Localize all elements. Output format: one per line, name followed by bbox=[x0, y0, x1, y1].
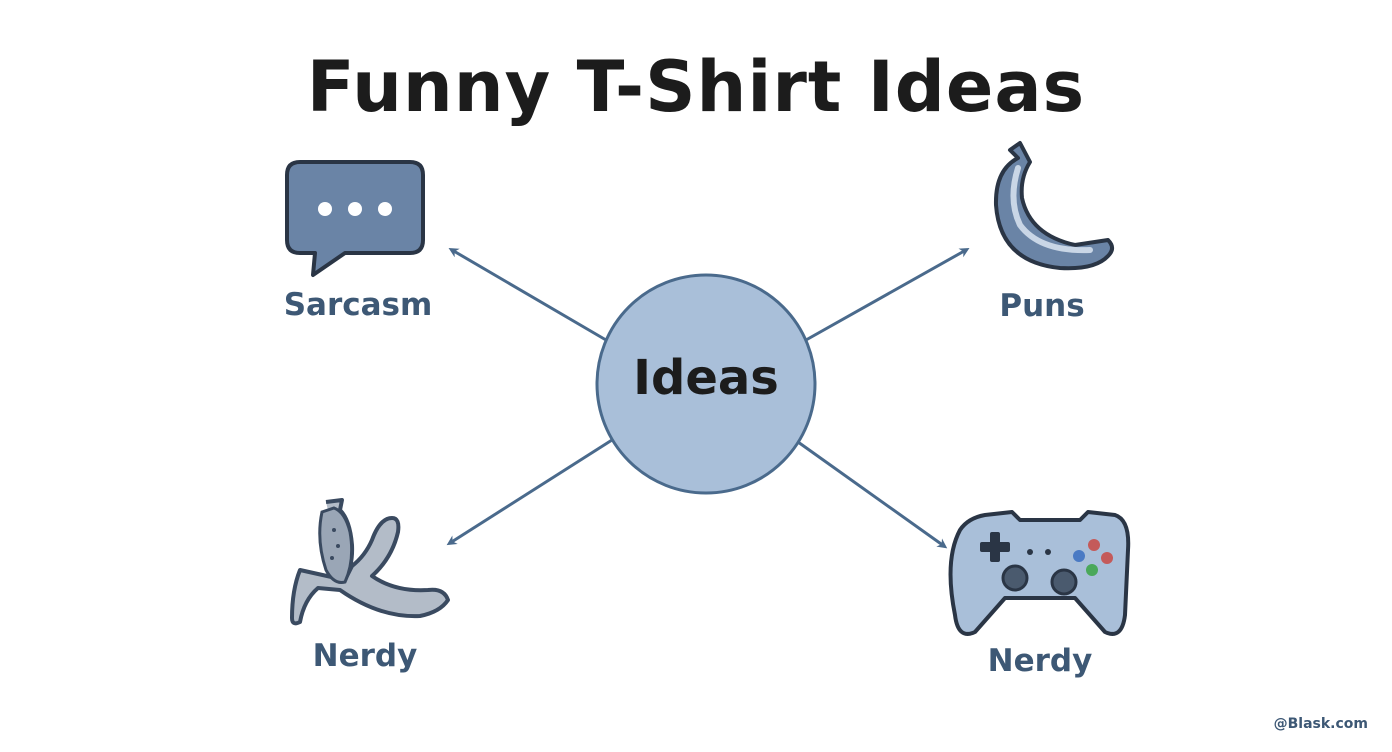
diagram-title: Funny T-Shirt Ideas bbox=[306, 46, 1086, 128]
branch-label-puns: Puns bbox=[999, 288, 1085, 324]
banana-icon bbox=[993, 141, 1114, 271]
connector-sarcasm bbox=[448, 247, 607, 342]
connector-puns bbox=[805, 248, 970, 342]
watermark: @Blask.com bbox=[1273, 716, 1368, 732]
connector-nerdy-left bbox=[446, 438, 613, 546]
center-node bbox=[595, 273, 817, 495]
game-controller-icon bbox=[948, 510, 1131, 636]
connector-nerdy-right bbox=[797, 440, 948, 549]
speech-bubble-icon bbox=[285, 160, 425, 277]
branch-label-nerdy-left: Nerdy bbox=[312, 638, 418, 674]
banana-peel-icon bbox=[290, 498, 450, 626]
branch-label-sarcasm: Sarcasm bbox=[283, 287, 433, 323]
branch-label-nerdy-right: Nerdy bbox=[987, 643, 1093, 679]
center-node-label: Ideas bbox=[633, 350, 779, 406]
